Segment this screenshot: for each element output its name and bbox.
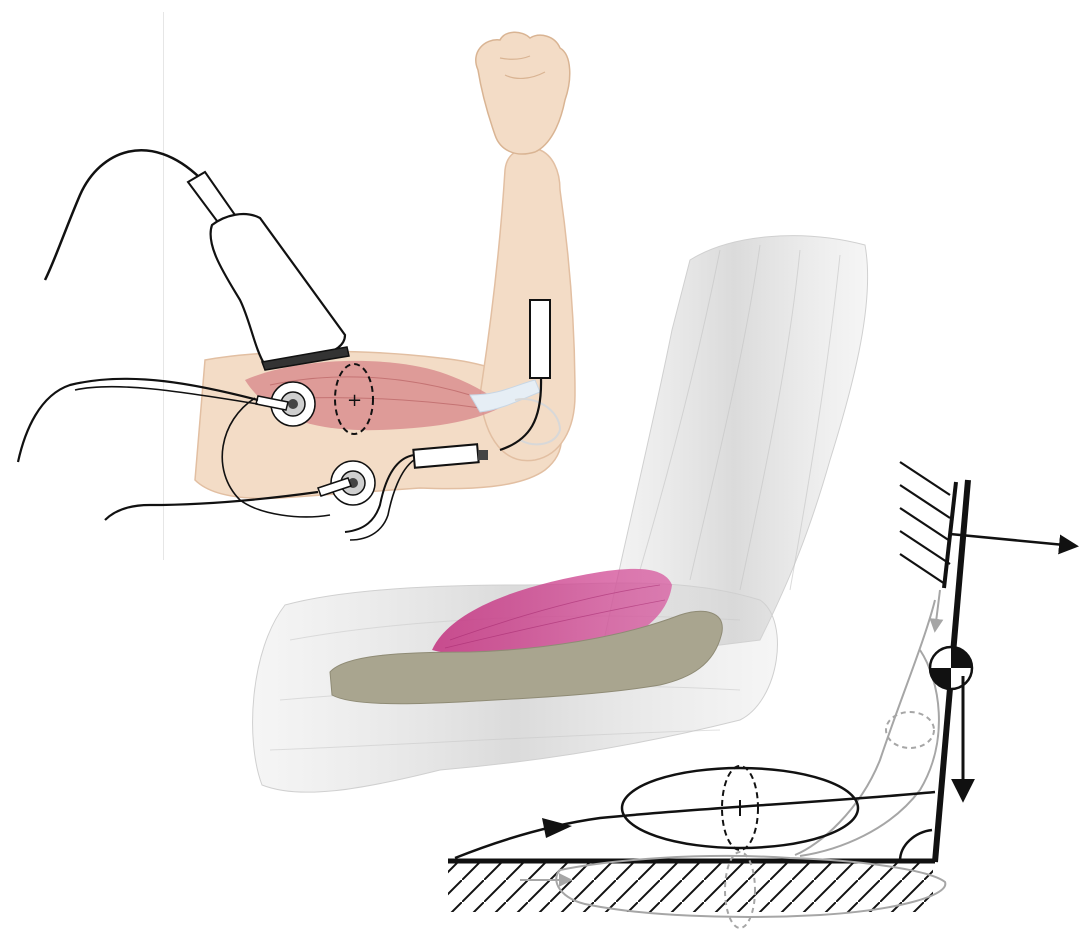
- fist: [476, 32, 570, 154]
- wall-hatch: [900, 462, 950, 584]
- flow-arrowhead: [542, 818, 572, 838]
- probe-cable: [45, 150, 200, 280]
- ultrasound-probe-icon: [188, 172, 349, 370]
- center-of-mass-icon: [930, 647, 972, 689]
- external-force-arrow: [950, 534, 1075, 546]
- plus-sign: +: [347, 390, 362, 411]
- setup-panel: +: [18, 32, 575, 540]
- ground-hatch: [448, 862, 933, 912]
- joint-angle-arc: [900, 830, 932, 861]
- muscle-path: [455, 792, 935, 858]
- forearm: [480, 148, 575, 460]
